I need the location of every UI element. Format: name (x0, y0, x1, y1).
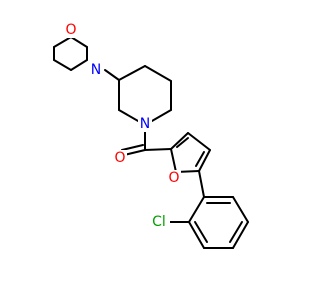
bond (144, 65, 172, 82)
bond (53, 59, 72, 71)
bond (144, 148, 172, 151)
bond (188, 196, 205, 223)
bond (53, 36, 72, 48)
atom-label-layer: O N N O O Cl (64, 22, 181, 230)
bond (104, 69, 120, 81)
chlorine-label: Cl (152, 214, 166, 230)
bond (229, 221, 243, 243)
bond (195, 151, 205, 167)
chlorine-atom: Cl (148, 214, 170, 230)
carbonyl-oxygen-atom: O (113, 150, 127, 166)
piperidine-nitrogen-atom: N (138, 116, 152, 132)
bond (198, 170, 205, 198)
bond (187, 132, 211, 151)
bond (188, 221, 205, 249)
furan-oxygen-label: O (168, 170, 179, 186)
bond (176, 137, 189, 148)
bond (198, 149, 211, 172)
morpholine-nitrogen-label: N (91, 62, 101, 78)
morpholine-nitrogen-atom: N (89, 62, 103, 78)
morpholine-oxygen-label: O (65, 22, 76, 38)
bond (118, 65, 146, 81)
molecule-structure-diagram: O N N O O Cl (53, 22, 249, 249)
bond (123, 149, 146, 156)
carbonyl-oxygen-label: O (114, 150, 125, 166)
bond (232, 221, 249, 249)
furan-oxygen-atom: O (167, 170, 181, 186)
bond (170, 148, 177, 173)
bond (170, 132, 189, 150)
bond (70, 36, 88, 48)
bond (194, 221, 208, 243)
piperidine-nitrogen-label: N (140, 116, 150, 132)
bond (121, 144, 144, 151)
bond (232, 196, 249, 223)
bond (70, 59, 88, 71)
structure-canvas: O N N O O Cl (53, 22, 249, 249)
morpholine-oxygen-atom: O (64, 22, 78, 38)
